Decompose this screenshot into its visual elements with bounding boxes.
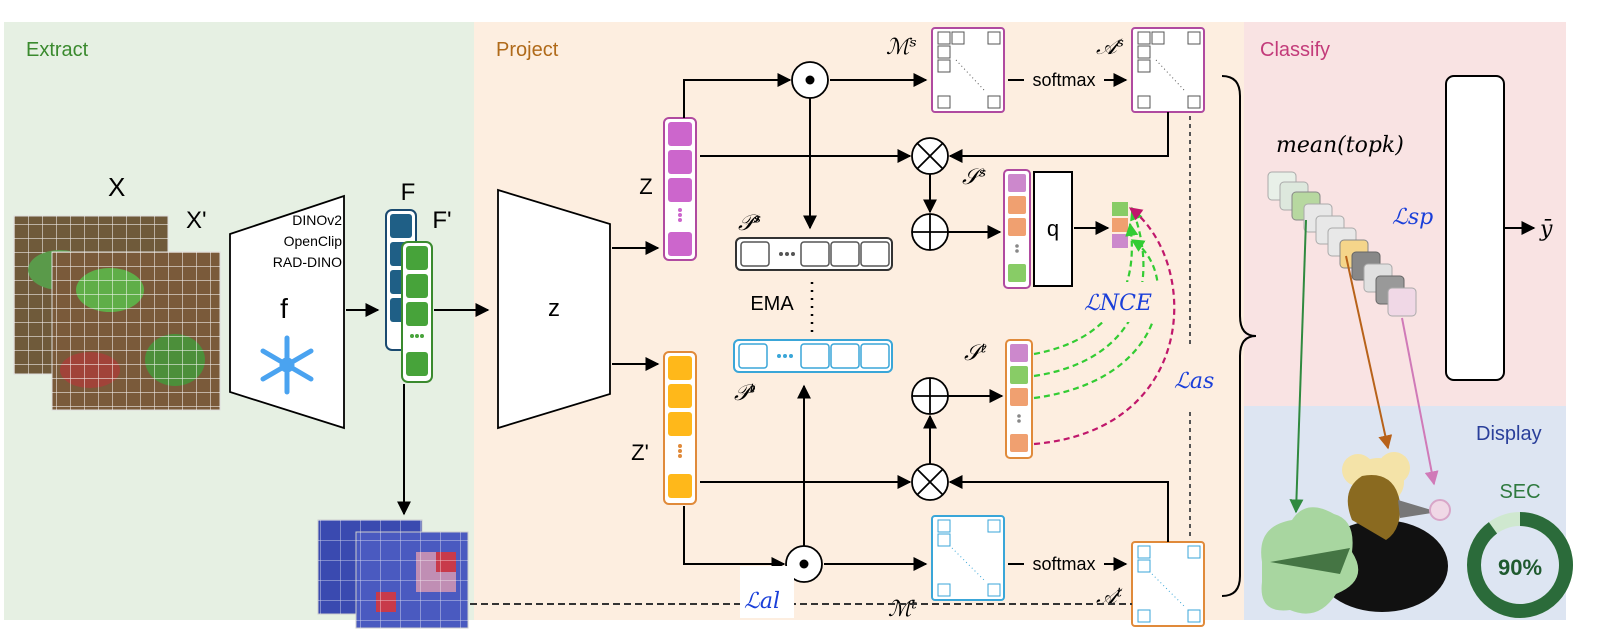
section-title-extract: Extract	[26, 39, 89, 61]
backbone-trapezoid	[229, 194, 345, 430]
softmax-bottom: softmax	[1032, 554, 1095, 574]
loss-nce: ℒNCE	[1084, 291, 1152, 316]
label-embedding-z: Z	[639, 174, 652, 199]
label-prototypes-target: 𝒫ᵗ	[734, 381, 756, 406]
score-stack-target	[1005, 339, 1033, 459]
feature-stack-f-prime	[401, 241, 433, 383]
label-score-target: 𝒮ᵗ	[964, 341, 987, 366]
classifier-head	[1445, 75, 1505, 381]
softmax-top: softmax	[1032, 70, 1095, 90]
input-image-x-prime	[51, 251, 221, 411]
label-prediction: ȳ	[1539, 217, 1553, 242]
label-x: X	[108, 172, 125, 202]
embedding-z-prime	[663, 351, 697, 505]
backbone-label-f: f	[280, 293, 288, 324]
label-matrix-m-source: ℳˢ	[886, 35, 917, 60]
label-query: q	[1047, 216, 1059, 241]
sec-value: 90%	[1498, 555, 1542, 580]
add-node-bottom	[911, 377, 949, 415]
sec-label: SEC	[1499, 481, 1540, 503]
matrix-m-source	[931, 27, 1005, 113]
label-features-f-prime: F'	[432, 207, 451, 234]
label-embedding-z-prime: Z'	[631, 440, 649, 465]
label-ema: EMA	[750, 293, 794, 315]
multiply-node-top	[911, 137, 949, 175]
section-title-classify: Classify	[1260, 39, 1330, 61]
label-score-source: 𝒮ˢ	[962, 165, 986, 190]
projector-trapezoid	[497, 188, 611, 430]
add-node-top	[911, 213, 949, 251]
token-sequence	[1267, 171, 1417, 317]
attention-map-images	[317, 519, 469, 629]
prototype-bank-source	[735, 237, 893, 271]
sec-gauge	[1467, 512, 1573, 618]
section-title-project: Project	[496, 39, 559, 61]
query-output-cells	[1112, 202, 1128, 248]
matrix-m-target	[931, 515, 1005, 601]
label-features-f: F	[401, 179, 416, 206]
snowflake-icon	[260, 335, 314, 395]
loss-al: ℒal	[744, 589, 780, 614]
backbone-model-0: DINOv2	[292, 212, 342, 228]
nce-loss-bg	[1080, 282, 1160, 322]
label-mean-topk: mean(topk)	[1276, 133, 1404, 158]
backbone-model-2: RAD-DINO	[273, 254, 342, 270]
query-box: q	[1033, 171, 1073, 287]
multiply-node-bottom	[911, 463, 949, 501]
label-prototypes-source: 𝒫ˢ	[738, 211, 761, 236]
label-matrix-a-target: 𝒜ᵗ	[1096, 585, 1123, 610]
loss-sp: ℒsp	[1392, 205, 1433, 230]
projector-label: z	[548, 295, 560, 322]
embedding-z	[663, 117, 697, 261]
label-matrix-a-source: 𝒜ˢ	[1096, 35, 1124, 60]
matrix-a-source	[1131, 27, 1205, 113]
curly-brace	[1221, 75, 1257, 597]
matrix-a-target	[1131, 541, 1205, 627]
loss-as: ℒas	[1174, 369, 1214, 394]
sec-gauge-fill	[1467, 512, 1573, 618]
backbone-model-1: OpenClip	[284, 233, 343, 249]
score-stack-source	[1003, 169, 1031, 289]
prototype-bank-target	[733, 339, 893, 373]
label-x-prime: X'	[186, 207, 207, 234]
label-matrix-m-target: ℳᵗ	[888, 597, 918, 622]
duck-illustration	[1261, 452, 1451, 614]
section-title-display: Display	[1476, 423, 1542, 445]
